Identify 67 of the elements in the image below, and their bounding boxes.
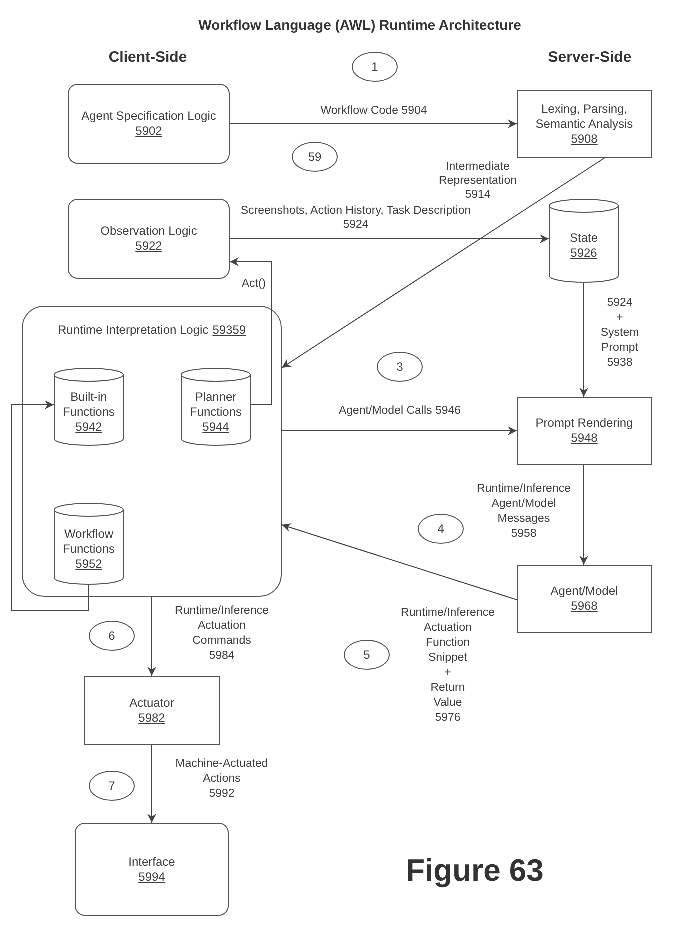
column-heading: Client-Side [108, 49, 188, 66]
rounded-box [75, 823, 229, 916]
node-label: Prompt Rendering [536, 416, 634, 431]
reference-number: 59359 [212, 323, 246, 338]
container-box [22, 306, 282, 597]
database-cylinder [54, 368, 124, 446]
callout-number: 4 [438, 522, 444, 536]
callout-number: 7 [108, 778, 116, 794]
reference-number: 5948 [571, 431, 598, 446]
reference-number: 5994 [138, 870, 166, 884]
arrow [282, 426, 518, 436]
reference-number: 5922 [136, 239, 162, 254]
callout-number: 1 [372, 60, 378, 74]
callout-number: 3 [396, 360, 404, 374]
node-label: Workflow Functions [62, 526, 116, 556]
callout-ellipse [377, 352, 423, 382]
rounded-box [68, 84, 230, 164]
arrow [580, 464, 588, 566]
node-label: Agent Specification Logic [82, 109, 216, 124]
diagram-title: Workflow Language (AWL) Runtime Architecture [198, 17, 522, 33]
database-cylinder [54, 503, 124, 585]
process-box [517, 565, 652, 633]
arrow [230, 258, 272, 406]
arrow [580, 282, 588, 398]
figure-label: Figure 63 [406, 853, 544, 889]
database-cylinder [549, 199, 619, 283]
node-label: Observation Logic [100, 224, 198, 239]
process-box [517, 397, 652, 465]
reference-number: 5902 [136, 124, 162, 139]
node-label: Agent/Model [550, 584, 618, 599]
reference-number: 5908 [571, 132, 598, 146]
rounded-box [68, 199, 230, 279]
callout-ellipse [344, 640, 390, 670]
edge-label: Agent/Model Calls 5946 [336, 404, 464, 419]
node-label: Runtime Interpretation Logic [58, 323, 209, 338]
callout-ellipse [352, 52, 398, 82]
callout-number: 59 [308, 150, 322, 164]
process-box [84, 676, 220, 745]
arrow [230, 234, 550, 244]
reference-number: 5944 [202, 420, 230, 434]
callout-ellipse [292, 142, 338, 172]
reference-number: 5982 [138, 710, 166, 726]
node-label: State [570, 231, 598, 246]
column-heading: Server-Side [548, 49, 632, 66]
reference-number: 5968 [571, 599, 598, 614]
arrow [148, 744, 156, 824]
reference-number: 5952 [76, 556, 102, 572]
callout-ellipse [89, 771, 135, 801]
edge-label: Act() [240, 277, 268, 292]
node-label: Built-in Functions [62, 390, 116, 420]
arrow [282, 523, 518, 600]
callout-number: 5 [364, 648, 370, 662]
reference-number: 5942 [76, 420, 102, 434]
node-label: Planner Functions [188, 390, 244, 420]
arrow [12, 400, 90, 612]
database-cylinder [181, 368, 251, 446]
callout-ellipse [418, 514, 464, 544]
node-label: Lexing, Parsing, Semantic Analysis [534, 102, 634, 132]
callout-ellipse [89, 621, 135, 651]
arrow [230, 120, 518, 128]
node-label: Interface [128, 854, 176, 870]
callout-number: 6 [108, 628, 116, 644]
process-box [517, 90, 652, 158]
node-label: Actuator [130, 696, 174, 710]
arrow [148, 596, 156, 676]
reference-number: 5926 [570, 246, 598, 261]
arrow [282, 158, 606, 368]
